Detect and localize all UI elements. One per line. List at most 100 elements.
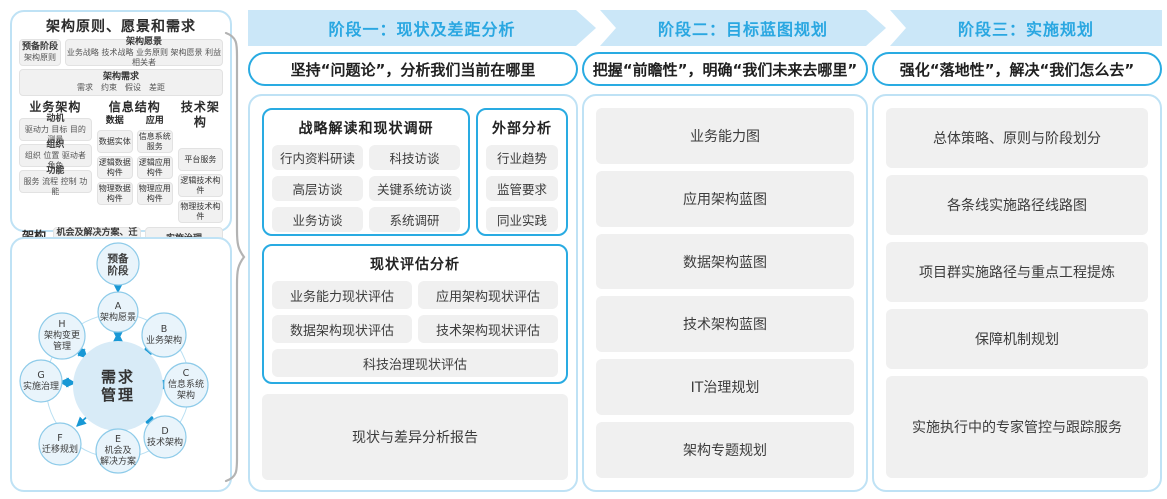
node-h-label1: 架构变更 — [44, 329, 80, 341]
chip-guarantee-mechanism-plan: 保障机制规划 — [886, 309, 1148, 369]
prep-phase-circle — [96, 242, 140, 286]
node-g-circle — [19, 359, 63, 403]
physical-data-chip: 物理数据构件 — [96, 182, 133, 205]
center-line1: 需求 — [101, 368, 135, 386]
chip-data-architecture-assessment: 数据架构现状评估 — [272, 315, 412, 343]
requirements-items: 需求 约束 假设 差距 — [77, 83, 165, 92]
function-title: 功能 — [46, 166, 65, 176]
phase3-header-band: 阶段三：实施规划 — [890, 10, 1162, 46]
prep-phase-line2: 架构原则 — [24, 53, 56, 62]
chip-technology-blueprint: 技术架构蓝图 — [596, 296, 854, 353]
vision-items: 业务战略 技术战略 业务原则 架构愿景 利益相关者 — [66, 48, 222, 67]
strategy-research-box: 战略解读和现状调研 行内资料研读 科技访谈 高层访谈 关键系统访谈 业务访谈 系… — [262, 108, 470, 236]
architecture-requirements-box: 架构需求 需求 约束 假设 差距 — [19, 69, 223, 96]
chip-industry-trend: 行业趋势 — [486, 145, 558, 170]
external-analysis-box: 外部分析 行业趋势 监管要求 同业实践 — [476, 108, 568, 236]
node-d-label: 技术架构 — [147, 436, 183, 448]
requirements-management-circle — [73, 341, 163, 431]
node-h-letter: H — [58, 319, 65, 330]
phase3-subtitle: 强化“落地性”，解决“我们怎么去” — [872, 52, 1162, 86]
prep-line2: 阶段 — [108, 264, 129, 277]
architecture-principles-panel: 架构原则、愿景和需求 预备阶段 架构原则 架构愿景 业务战略 技术战略 业务原则… — [10, 10, 232, 261]
data-subheader: 数据 — [105, 116, 124, 126]
technology-architecture-header: 技术架构 — [180, 100, 220, 129]
chip-peer-practice: 同业实践 — [486, 207, 558, 232]
chip-business-interview: 业务访谈 — [272, 207, 363, 232]
node-c-letter: C — [183, 368, 190, 379]
adm-cycle-panel: 需求 管理 预备 阶段 A 架构愿景 B 业务架构 H 架构变更 管理 C 信息… — [10, 237, 232, 492]
current-assessment-title: 现状评估分析 — [370, 257, 460, 273]
phase2-subtitle: 把握“前瞻性”，明确“我们未来去哪里” — [582, 52, 868, 86]
motivation-box: 动机 驱动力 目标 目的 测量 — [19, 114, 92, 144]
chip-application-blueprint: 应用架构蓝图 — [596, 170, 854, 227]
node-f-label: 迁移规划 — [42, 443, 78, 455]
chip-internal-materials: 行内资料研读 — [272, 145, 363, 170]
node-g-label: 实施治理 — [23, 380, 59, 392]
phase2-header-band: 阶段二：目标蓝图规划 — [600, 10, 886, 46]
phase2-header: 阶段二：目标蓝图规划 — [657, 20, 828, 39]
chip-data-blueprint: 数据架构蓝图 — [596, 233, 854, 290]
node-g-letter: G — [37, 370, 44, 381]
organization-items: 组织 位置 驱动者 角色 — [24, 151, 86, 170]
phase2-content: 业务能力图 应用架构蓝图 数据架构蓝图 技术架构蓝图 IT治理规划 架构专题规划 — [582, 94, 868, 492]
chip-regulatory-requirements: 监管要求 — [486, 176, 558, 201]
prep-phase-line1: 预备阶段 — [21, 42, 58, 52]
organization-box: 组织 组织 位置 驱动者 角色 — [19, 140, 92, 170]
phase1-subtitle-text: 坚持“问题论”，分析我们当前在哪里 — [290, 60, 536, 79]
chip-architecture-special-plan: 架构专题规划 — [596, 422, 854, 478]
phase1-header: 阶段一：现状及差距分析 — [328, 20, 516, 39]
chip-system-research: 系统调研 — [369, 207, 460, 232]
chip-executive-interview: 高层访谈 — [272, 176, 363, 201]
node-f-letter: F — [57, 433, 62, 444]
phase2-subtitle-text: 把握“前瞻性”，明确“我们未来去哪里” — [592, 60, 858, 79]
node-a-circle — [97, 291, 139, 333]
prep-line1: 预备 — [108, 252, 129, 265]
data-subcolumn: 数据 数据实体 逻辑数据构件 物理数据构件 — [96, 116, 133, 205]
chip-tech-interview: 科技访谈 — [369, 145, 460, 170]
external-analysis-title: 外部分析 — [492, 121, 552, 137]
node-e-label1: 机会及 — [104, 444, 131, 456]
technology-architecture-column: 技术架构 平台服务 逻辑技术构件 物理技术构件 — [177, 100, 223, 223]
logical-tech-chip: 逻辑技术构件 — [177, 174, 223, 197]
phase3-subtitle-text: 强化“落地性”，解决“我们怎么去” — [899, 60, 1135, 79]
information-structure-header: 信息结构 — [108, 100, 161, 114]
node-a-letter: A — [115, 301, 122, 312]
strategy-research-title: 战略解读和现状调研 — [298, 121, 434, 137]
data-entity-chip: 数据实体 — [96, 130, 133, 153]
prep-phase-box: 预备阶段 架构原则 — [19, 39, 61, 66]
node-b-label: 业务架构 — [146, 334, 182, 346]
platform-service-chip: 平台服务 — [177, 148, 223, 171]
node-e-label2: 解决方案 — [100, 455, 136, 467]
current-assessment-box: 现状评估分析 业务能力现状评估 应用架构现状评估 数据架构现状评估 技术架构现状… — [262, 244, 568, 384]
phase3-header: 阶段三：实施规划 — [957, 20, 1094, 39]
business-architecture-header: 业务架构 — [29, 100, 82, 114]
node-b-letter: B — [161, 324, 168, 335]
requirements-title: 架构需求 — [102, 72, 139, 82]
node-b-circle — [141, 312, 187, 358]
panel-title: 架构原则、愿景和需求 — [46, 19, 196, 35]
chip-tech-architecture-assessment: 技术架构现状评估 — [418, 315, 558, 343]
node-c-label2: 架构 — [177, 389, 195, 401]
node-a-label: 架构愿景 — [100, 311, 136, 323]
node-h-label2: 管理 — [53, 340, 71, 352]
brace — [224, 31, 246, 483]
application-subheader: 应用 — [145, 116, 164, 126]
function-items: 服务 流程 控制 功能 — [23, 177, 88, 196]
adm-cycle-svg: 需求 管理 预备 阶段 A 架构愿景 B 业务架构 H 架构变更 管理 C 信息… — [19, 242, 209, 474]
logical-app-chip: 逻辑应用构件 — [136, 156, 173, 179]
chip-application-architecture-assessment: 应用架构现状评估 — [418, 281, 558, 309]
chip-it-governance-plan: IT治理规划 — [596, 359, 854, 416]
logical-data-chip: 逻辑数据构件 — [96, 156, 133, 179]
node-h-circle — [38, 312, 86, 360]
physical-tech-chip: 物理技术构件 — [177, 200, 223, 223]
node-d-circle — [143, 415, 187, 459]
chip-business-capability-assessment: 业务能力现状评估 — [272, 281, 412, 309]
organization-title: 组织 — [46, 140, 65, 150]
phase3-content: 总体策略、原则与阶段划分 各条线实施路径线路图 项目群实施路径与重点工程提炼 保… — [872, 94, 1162, 492]
chip-overall-strategy: 总体策略、原则与阶段划分 — [886, 108, 1148, 168]
chip-business-capability-map: 业务能力图 — [596, 108, 854, 164]
node-d-letter: D — [161, 426, 168, 437]
chip-program-path-key-projects: 项目群实施路径与重点工程提炼 — [886, 242, 1148, 302]
application-subcolumn: 应用 信息系统服务 逻辑应用构件 物理应用构件 — [136, 116, 173, 205]
